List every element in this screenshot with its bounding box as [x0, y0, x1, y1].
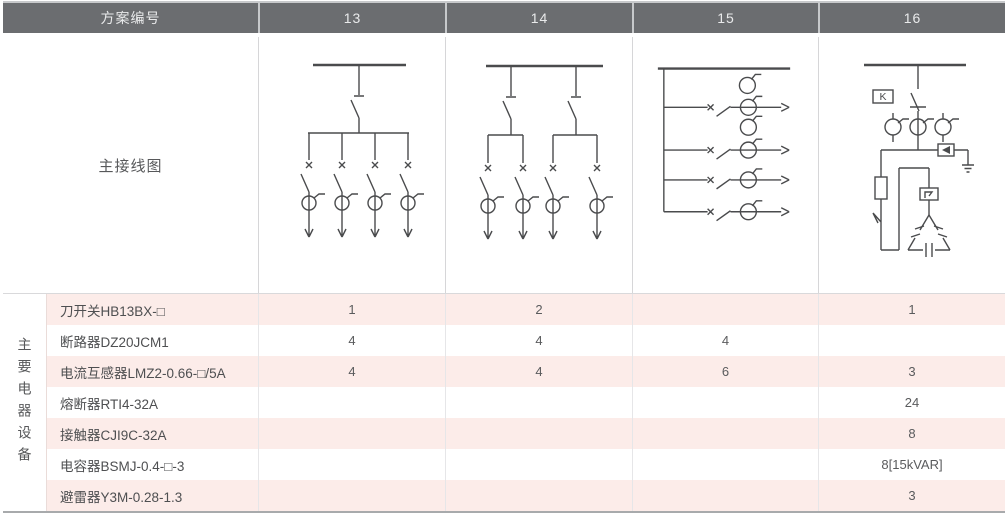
quantity-cell	[632, 418, 818, 449]
table-header-row: 方案编号 13 14 15 16	[3, 1, 1005, 33]
quantity-cell	[258, 480, 445, 511]
quantity-cell	[632, 294, 818, 325]
quantity-cell	[445, 418, 632, 449]
quantity-cell	[445, 480, 632, 511]
equipment-rows: 刀开关HB13BX-□ 1 2 1 断路器DZ20JCM1 4 4 4 电流互感…	[47, 294, 1005, 511]
quantity-cell: 8	[818, 418, 1005, 449]
diagram-cell-16: K	[818, 37, 1005, 293]
table-row-knife-switch: 刀开关HB13BX-□ 1 2 1	[47, 294, 1005, 325]
quantity-cell: 1	[818, 294, 1005, 325]
header-cell-scheme-13: 13	[258, 3, 445, 33]
quantity-cell: 4	[632, 325, 818, 356]
header-cell-scheme-14: 14	[445, 3, 632, 33]
equipment-name: 避雷器Y3M-0.28-1.3	[60, 489, 183, 505]
circuit-diagram-scheme-13-icon	[300, 63, 424, 238]
quantity-cell: 1	[258, 294, 445, 325]
header-cell-scheme-label: 方案编号	[3, 3, 258, 33]
header-cell-scheme-16: 16	[818, 3, 1005, 33]
scheme-comparison-table: 方案编号 13 14 15 16 主接线图	[3, 1, 1005, 513]
table-row-contactor: 接触器CJI9C-32A 8	[47, 418, 1005, 449]
quantity-cell: 24	[818, 387, 1005, 418]
quantity-cell: 3	[818, 356, 1005, 387]
diagram-cell-14	[445, 37, 632, 293]
equipment-name: 断路器DZ20JCM1	[60, 334, 169, 350]
quantity-cell	[632, 480, 818, 511]
circuit-diagram-scheme-14-icon	[479, 64, 613, 240]
quantity-cell	[818, 325, 1005, 356]
quantity-cell	[632, 449, 818, 480]
quantity-cell: 8[15kVAR]	[818, 449, 1005, 480]
equipment-side-label: 主要电器设备	[16, 336, 33, 469]
quantity-cell	[445, 387, 632, 418]
table-row-fuse: 熔断器RTI4-32A 24	[47, 387, 1005, 418]
equipment-name: 熔断器RTI4-32A	[60, 396, 159, 412]
equipment-name: 刀开关HB13BX-□	[60, 303, 165, 319]
quantity-cell: 4	[258, 356, 445, 387]
quantity-cell: 2	[445, 294, 632, 325]
diagram-cell-13	[258, 37, 445, 293]
table-row-capacitor: 电容器BSMJ-0.4-□-3 8[15kVAR]	[47, 449, 1005, 480]
table-row-arrester: 避雷器Y3M-0.28-1.3 3	[47, 480, 1005, 511]
quantity-cell: 4	[445, 325, 632, 356]
wiring-diagram-row: 主接线图	[3, 37, 1005, 293]
equipment-name: 电流互感器LMZ2-0.66-□/5A	[60, 365, 226, 381]
table-row-current-transformer: 电流互感器LMZ2-0.66-□/5A 4 4 6 3	[47, 356, 1005, 387]
quantity-cell: 3	[818, 480, 1005, 511]
equipment-name: 接触器CJI9C-32A	[60, 427, 167, 443]
quantity-cell	[258, 387, 445, 418]
quantity-cell: 6	[632, 356, 818, 387]
equipment-side-label-cell: 主要电器设备	[3, 294, 47, 511]
circuit-diagram-scheme-15-icon	[657, 67, 791, 222]
diagram-row-label: 主接线图	[98, 157, 163, 175]
equipment-name: 电容器BSMJ-0.4-□-3	[60, 458, 185, 474]
k-box-label: K	[879, 91, 886, 103]
quantity-cell: 4	[258, 325, 445, 356]
header-cell-scheme-15: 15	[632, 3, 818, 33]
equipment-section: 主要电器设备 刀开关HB13BX-□ 1 2 1 断路器DZ20JCM1 4 4…	[3, 293, 1005, 513]
quantity-cell	[632, 387, 818, 418]
table-row-circuit-breaker: 断路器DZ20JCM1 4 4 4	[47, 325, 1005, 356]
diagram-cell-15	[632, 37, 818, 293]
quantity-cell: 4	[445, 356, 632, 387]
circuit-diagram-scheme-16-icon: K	[864, 63, 974, 257]
quantity-cell	[258, 449, 445, 480]
quantity-cell	[258, 418, 445, 449]
quantity-cell	[445, 449, 632, 480]
